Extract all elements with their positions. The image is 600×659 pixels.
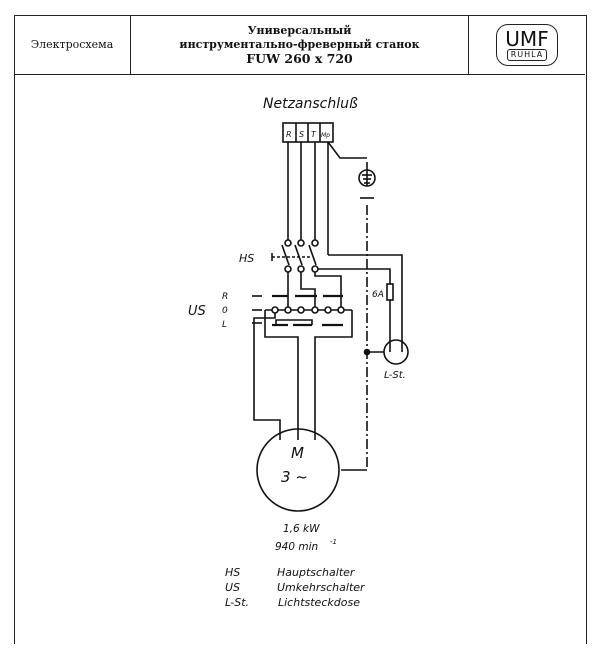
motor-phase: 3 ~ (281, 468, 308, 486)
fuse-6a (386, 283, 394, 301)
title-block: Электросхема Универсальный инструменталь… (14, 15, 585, 75)
diagram-title: Netzanschluß (263, 96, 358, 112)
legend-abbr-lst: L-St. (225, 596, 249, 609)
umf-logo: UMF RUHLA (496, 23, 558, 66)
logo-ruhla: RUHLA (506, 48, 548, 61)
terminal-r: R (286, 130, 292, 139)
legend-abbr-hs: HS (225, 566, 240, 579)
model-number: FUW 260 x 720 (246, 50, 353, 66)
legend-desc-us: Umkehrschalter (277, 581, 366, 594)
pos-0: 0 (222, 306, 228, 316)
logo-umf: UMF (505, 26, 549, 51)
title-line-2: инструментально-фреверный станок (179, 37, 420, 51)
socket-label: L-St. (384, 370, 406, 381)
motor-power: 1,6 kW (283, 523, 320, 535)
title-cell: Универсальный инструментально-фреверный … (131, 15, 469, 74)
legend-abbr-us: US (225, 581, 240, 594)
legend-desc-hs: Hauptschalter (277, 566, 356, 579)
logo-cell: UMF RUHLA (469, 15, 585, 74)
fuse-label: 6A (372, 290, 384, 300)
motor-speed: 940 min (275, 541, 318, 553)
pos-l: L (222, 320, 227, 330)
page-frame (14, 15, 587, 644)
title-line-1: Универсальный (247, 23, 352, 37)
pos-r: R (222, 292, 228, 302)
terminal-s: S (299, 130, 304, 139)
terminal-t: T (311, 130, 317, 139)
motor-speed-exp: -1 (330, 538, 337, 546)
motor (256, 428, 340, 512)
us-label: US (188, 304, 206, 319)
terminal-mp: Mp (321, 132, 330, 139)
doc-type-cell: Электросхема (14, 15, 131, 74)
motor-label: M (291, 444, 304, 462)
hs-label: HS (239, 252, 254, 265)
light-socket (383, 339, 409, 365)
legend-desc-lst: Lichtsteckdose (278, 596, 360, 609)
doc-type: Электросхема (30, 38, 114, 51)
